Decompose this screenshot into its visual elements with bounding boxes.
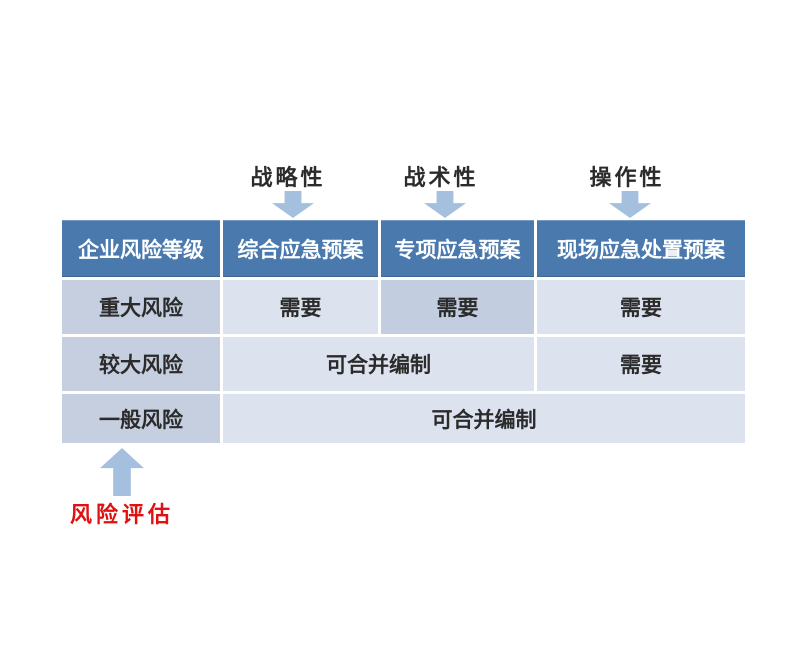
up-arrow-icon — [100, 448, 144, 496]
header-cell-comprehensive-plan: 综合应急预案 — [223, 220, 378, 277]
down-arrow-icon — [609, 191, 651, 218]
table-cell-merged: 可合并编制 — [223, 337, 534, 391]
plan-type-label-strategic: 战略性 — [250, 165, 326, 191]
table-cell: 需要 — [537, 337, 745, 391]
risk-assessment-label: 风险评估 — [69, 502, 174, 528]
table-cell: 需要 — [537, 280, 745, 334]
plan-type-label-tactical: 战术性 — [403, 165, 479, 191]
table-cell: 需要 — [223, 280, 378, 334]
down-arrow-icon — [272, 191, 314, 218]
down-arrow-icon — [424, 191, 466, 218]
table-cell-merged: 可合并编制 — [223, 394, 745, 443]
header-cell-onsite-plan: 现场应急处置预案 — [537, 220, 745, 277]
plan-type-label-operational: 操作性 — [589, 165, 665, 191]
header-cell-special-plan: 专项应急预案 — [381, 220, 534, 277]
header-cell-risk-level: 企业风险等级 — [62, 220, 220, 277]
row-label-major-risk: 重大风险 — [62, 280, 220, 334]
row-label-larger-risk: 较大风险 — [62, 337, 220, 391]
table-cell-highlighted: 需要 — [381, 280, 534, 334]
row-label-general-risk: 一般风险 — [62, 394, 220, 443]
risk-plan-table: 企业风险等级 综合应急预案 专项应急预案 现场应急处置预案 重大风险 需要 需要… — [62, 220, 745, 443]
